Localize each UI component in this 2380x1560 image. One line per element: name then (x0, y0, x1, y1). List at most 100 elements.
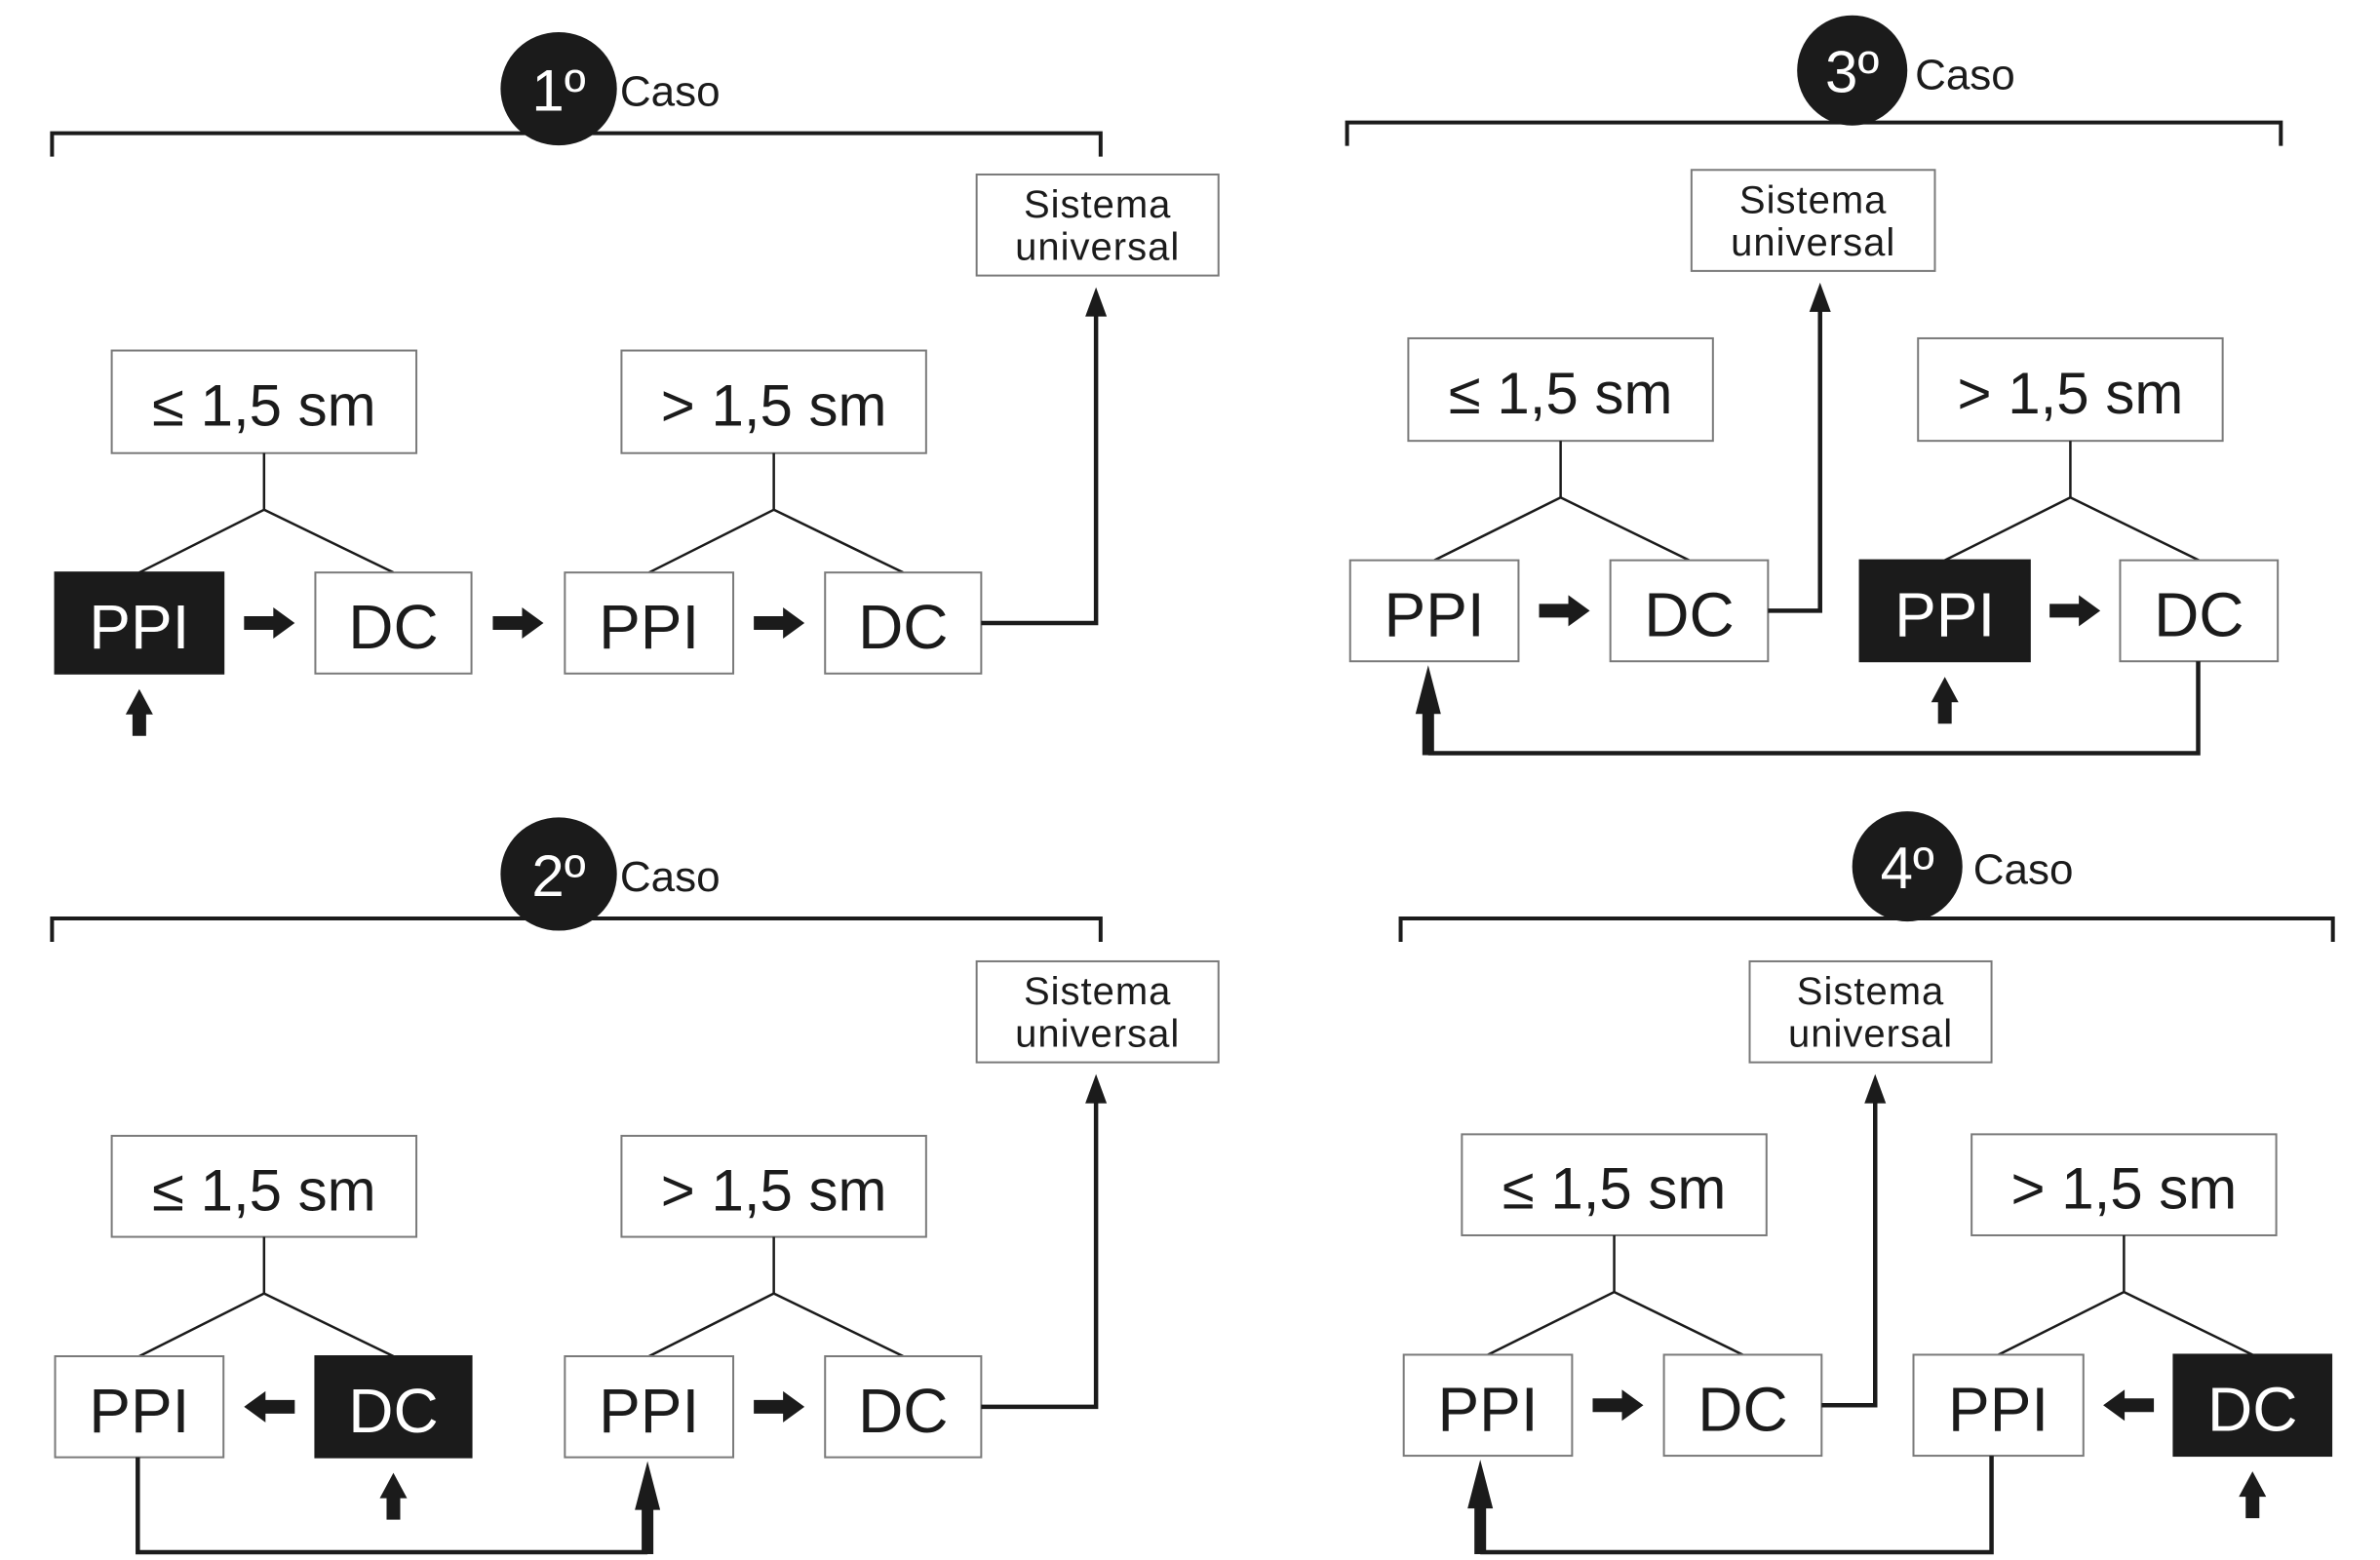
node-frame (564, 571, 735, 675)
arrowhead-to-sistema (1864, 1073, 1887, 1104)
condition-box-right: > 1,5 sm (1970, 1133, 2278, 1356)
badge-number: 3º (1825, 40, 1879, 105)
condition-box-right: > 1,5 sm (620, 349, 927, 574)
node-label: PPI (89, 1376, 189, 1446)
node-label: PPI (1385, 579, 1485, 649)
node-ppi: PPI (1348, 559, 1520, 663)
tree-branch-left (1998, 1290, 2125, 1356)
node-dc: DC (1609, 559, 1770, 663)
sistema-box-frame (975, 173, 1220, 277)
condition-frame (1970, 1133, 2278, 1236)
node-frame (824, 571, 983, 675)
sistema-line-1: Sistema (1024, 970, 1172, 1013)
feedback-loop-line (1480, 1456, 1994, 1555)
node-dc-highlighted: DC (2172, 1353, 2333, 1458)
tree-branch-right (263, 1292, 395, 1358)
tree-branch-right (773, 508, 904, 574)
node-label: DC (348, 592, 438, 662)
condition-box-left: ≤ 1,5 sm (1461, 1133, 1768, 1356)
node-dc: DC (824, 1355, 983, 1459)
sistema-box-frame (1690, 169, 1936, 272)
flow-arrow-right (2049, 595, 2101, 627)
node-ppi-highlighted: PPI (54, 571, 225, 675)
node-label: DC (858, 592, 948, 662)
case-number-badge: 3º (1797, 15, 1908, 126)
badge-number: 2º (531, 843, 585, 909)
feedback-loop-arrow-up (635, 1461, 661, 1554)
condition-label: > 1,5 sm (661, 1157, 887, 1223)
condition-box-left: ≤ 1,5 sm (1407, 336, 1714, 562)
condition-label: ≤ 1,5 sm (152, 1157, 376, 1223)
flow-arrow-left (2103, 1389, 2155, 1422)
connector-to-sistema (981, 314, 1099, 626)
connector-to-sistema (1821, 1101, 1878, 1408)
node-frame (54, 1355, 225, 1459)
node-ppi: PPI (1912, 1353, 2085, 1458)
node-dc: DC (1662, 1353, 1823, 1458)
sistema-line-2: universal (1015, 226, 1180, 269)
badge-number: 4º (1881, 836, 1934, 901)
tree-branch-left (1487, 1290, 1616, 1356)
node-frame (314, 1355, 473, 1459)
condition-label: > 1,5 sm (1958, 361, 2184, 426)
case-number-badge: 4º (1852, 811, 1963, 922)
node-frame (2119, 559, 2280, 663)
node-label: PPI (599, 592, 699, 662)
badge-circle (1852, 811, 1963, 922)
badge-circle (500, 817, 617, 931)
node-label: PPI (599, 1376, 699, 1446)
tree-branch-right (1560, 496, 1691, 562)
sistema-line-1: Sistema (1797, 970, 1945, 1013)
sistema-box-frame (1748, 959, 1993, 1064)
node-ppi-highlighted: PPI (1858, 559, 2031, 663)
condition-label: ≤ 1,5 sm (152, 373, 376, 439)
flow-arrow-left (244, 1390, 295, 1423)
node-frame (824, 1355, 983, 1459)
node-label: DC (1697, 1374, 1787, 1444)
caso-label: Caso (620, 853, 721, 901)
case-number-badge: 1º (500, 31, 617, 146)
caso-label: Caso (620, 68, 721, 116)
tree-branch-left (648, 1292, 775, 1358)
tree-branch-left (1944, 496, 2071, 562)
feedback-loop-line (1427, 661, 2201, 756)
arrowhead-to-sistema (1085, 287, 1108, 317)
condition-label: ≤ 1,5 sm (1502, 1156, 1727, 1222)
arrowhead-to-sistema (1085, 1073, 1108, 1104)
sistema-box-frame (975, 959, 1220, 1064)
node-ppi: PPI (1402, 1353, 1574, 1458)
sistema-line-1: Sistema (1024, 183, 1172, 226)
arrowhead-to-sistema (1809, 282, 1831, 312)
tree-branch-left (138, 1292, 265, 1358)
condition-label: ≤ 1,5 sm (1449, 361, 1673, 426)
case-bracket (1345, 120, 2283, 146)
tree-branch-left (138, 508, 265, 574)
tree-branch-right (263, 508, 395, 574)
condition-box-right: > 1,5 sm (1917, 336, 2224, 562)
entry-arrow-up (1931, 677, 1959, 724)
node-label: DC (1644, 579, 1734, 649)
node-label: PPI (89, 592, 189, 662)
condition-box-left: ≤ 1,5 sm (110, 349, 418, 574)
sistema-line-2: universal (1015, 1013, 1180, 1056)
entry-arrow-up (125, 688, 153, 736)
case-number-badge: 2º (500, 817, 617, 931)
node-dc: DC (824, 571, 983, 675)
node-label: DC (348, 1376, 438, 1446)
node-dc: DC (314, 571, 473, 675)
node-frame (564, 1355, 735, 1459)
flow-arrow-right (1539, 595, 1590, 627)
badge-circle (1797, 15, 1908, 126)
condition-label: > 1,5 sm (2010, 1156, 2237, 1222)
flow-arrow-right (1592, 1389, 1644, 1422)
sistema-line-2: universal (1731, 221, 1895, 264)
node-label: PPI (1894, 579, 1995, 649)
condition-box-left: ≤ 1,5 sm (110, 1134, 418, 1358)
node-frame (1858, 559, 2031, 663)
